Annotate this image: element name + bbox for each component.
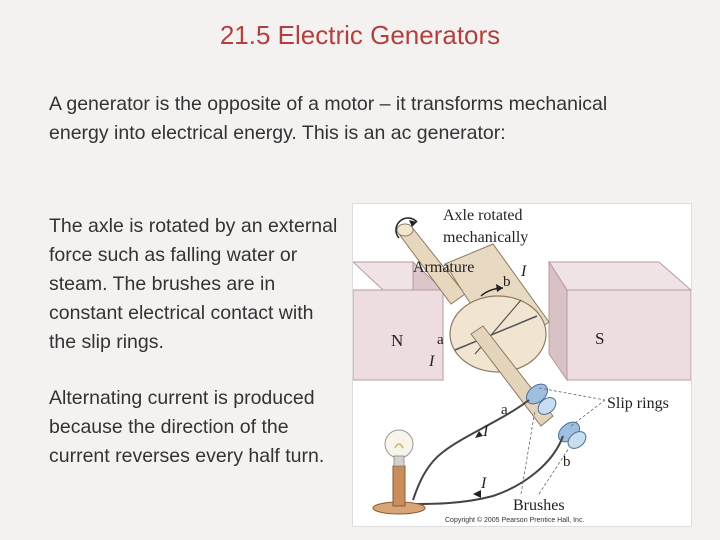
south-label: S (595, 329, 604, 348)
axle-explanation: The axle is rotated by an external force… (49, 215, 338, 353)
a-low-label: a (501, 402, 508, 418)
axle-label-line2: mechanically (443, 229, 528, 246)
slide-title: 21.5 Electric Generators (219, 20, 501, 50)
current-top-label: I (520, 263, 527, 280)
rotation-arrow-icon (395, 217, 418, 239)
slip-rings (525, 383, 587, 449)
armature-label: Armature (413, 259, 474, 276)
circuit-wires (412, 399, 564, 505)
current-low-label: I (482, 423, 489, 440)
slip-rings-label: Slip rings (607, 395, 669, 412)
copyright-notice: Copyright © 2005 Pearson Prentice Hall, … (445, 516, 584, 524)
armature (444, 243, 550, 373)
north-label: N (391, 331, 403, 350)
ac-explanation: Alternating current is produced because … (49, 387, 325, 467)
ac-generator-diagram: Axle rotated mechanically Armature b I N… (352, 203, 692, 527)
brushes-label: Brushes (513, 497, 565, 514)
b-top-label: b (503, 274, 511, 290)
current-mid-label: I (428, 353, 435, 370)
intro-text: A generator is the opposite of a motor –… (49, 93, 608, 144)
current-bottom-label: I (480, 475, 487, 492)
light-bulb-icon (372, 429, 426, 515)
axle-label-line1: Axle rotated (443, 207, 523, 224)
south-magnet (548, 260, 691, 382)
pointer-lines (520, 387, 606, 495)
a-mid-label: a (437, 332, 444, 348)
north-magnet (353, 260, 445, 382)
b-low-label: b (563, 454, 571, 470)
